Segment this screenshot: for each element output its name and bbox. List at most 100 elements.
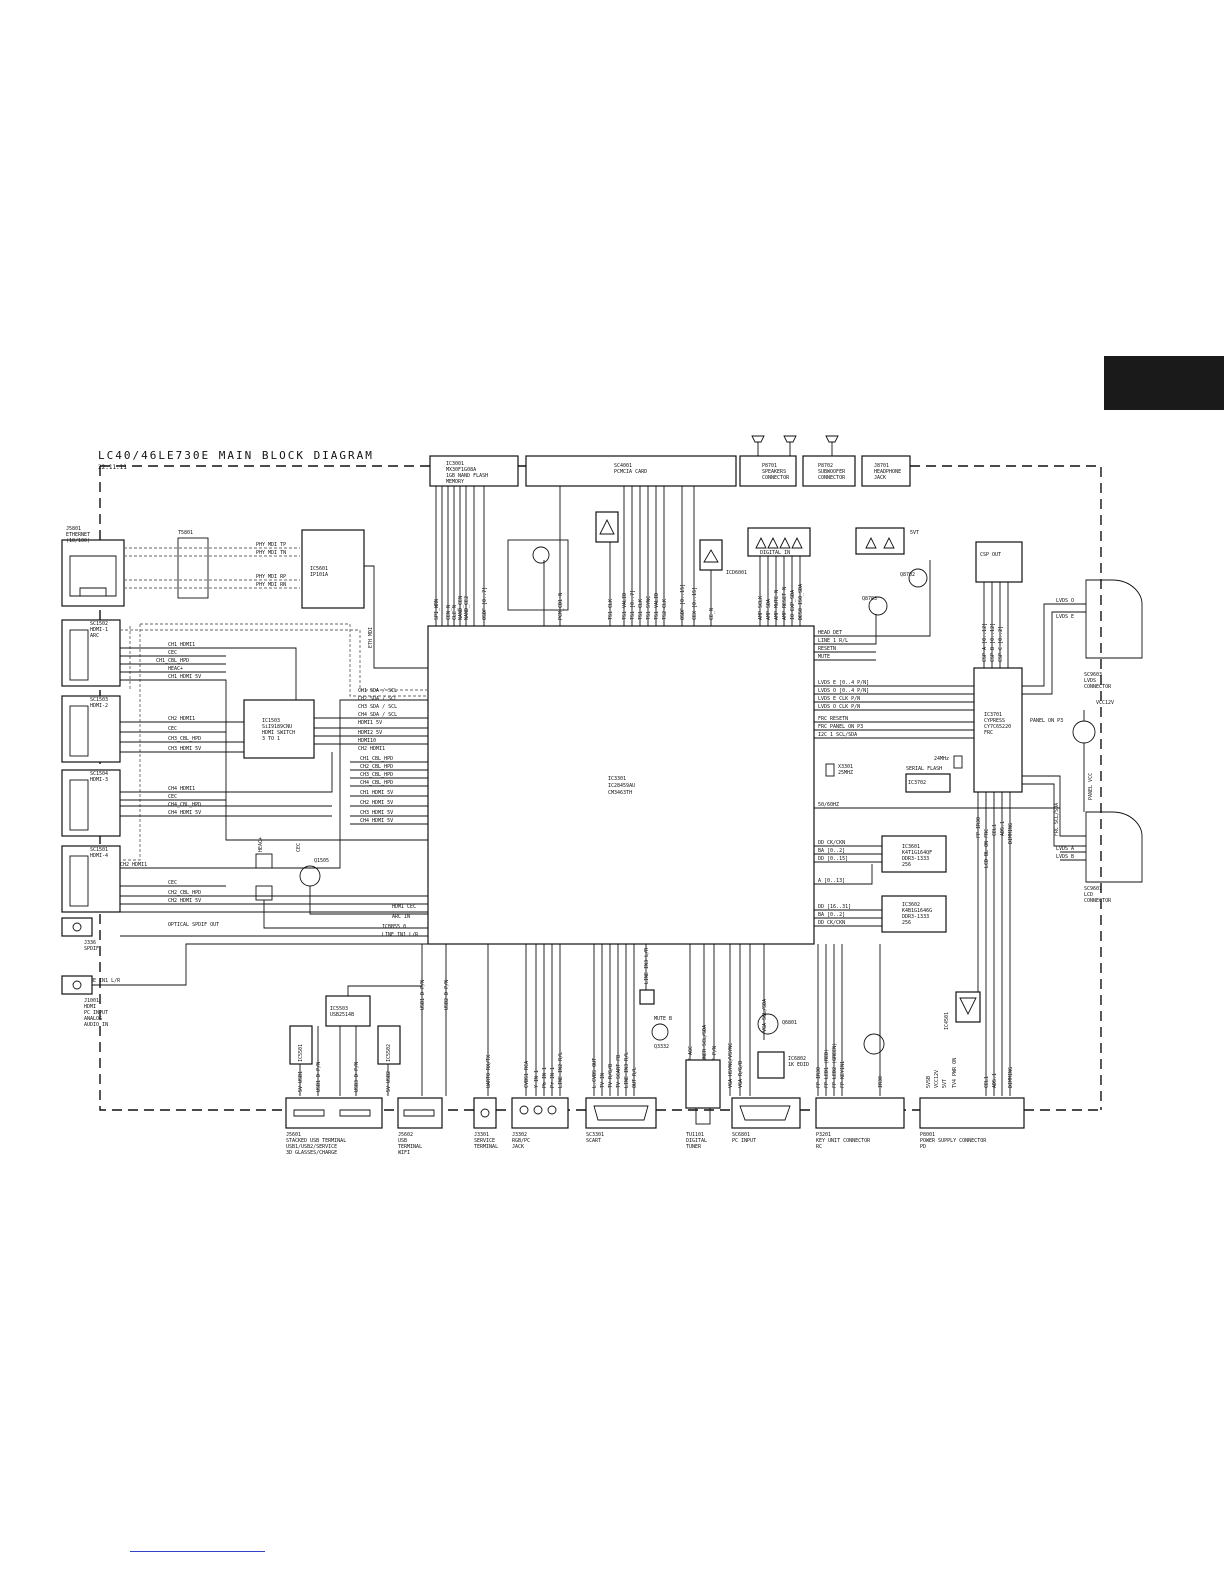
ic3001-l4: MEMORY bbox=[446, 479, 464, 485]
svg-text:CH2 HDMI 5V: CH2 HDMI 5V bbox=[168, 898, 201, 904]
p8702-subwoofer bbox=[802, 455, 856, 487]
ic3001-l3: 1GB NAND FLASH bbox=[446, 473, 488, 479]
svg-text:CH3_CBL_HPD: CH3_CBL_HPD bbox=[360, 772, 393, 778]
p8001-ref: P8001 bbox=[920, 1132, 935, 1138]
j8701-l3: JACK bbox=[874, 475, 886, 481]
ic1503-ref: IC1503 bbox=[262, 718, 280, 724]
svg-text:CH1_CBL_HPD: CH1_CBL_HPD bbox=[156, 658, 189, 664]
svg-text:BA [0..2]: BA [0..2] bbox=[818, 912, 845, 918]
svg-text:CH2 HDMI1: CH2 HDMI1 bbox=[358, 746, 385, 752]
j336-l2: SPDIF bbox=[84, 946, 99, 952]
svg-text:CEC: CEC bbox=[168, 794, 177, 800]
ic3001-flash bbox=[429, 455, 519, 487]
cel1-label: CEL1 bbox=[992, 824, 998, 836]
j5601-l2: STACKED USB TERMINAL bbox=[286, 1138, 346, 1144]
j3301-ref: J3301 bbox=[474, 1132, 489, 1138]
q1505-label: Q1505 bbox=[314, 858, 329, 864]
svg-text:OPTICAL SPDIF OUT: OPTICAL SPDIF OUT bbox=[168, 922, 219, 928]
svg-text:IF AGC: IF AGC bbox=[688, 1046, 694, 1064]
ic3801-ref: CSP OUT bbox=[980, 552, 1001, 558]
bottom-signal-labels: USB1 D P/N USB2 D P/N UART0 RX/TX CVBS1 … bbox=[420, 947, 1014, 1088]
svg-text:TS1 SYNC: TS1 SYNC bbox=[646, 596, 652, 620]
lvds-out-lines bbox=[1022, 603, 1086, 695]
j3302-l2: RGB/PC bbox=[512, 1138, 530, 1144]
hdmi-left-labels: CH1 HDMI1 CEC CH1_CBL_HPD HEAC+ CH1 HDMI… bbox=[84, 642, 219, 984]
svg-text:FP LED1 (RED): FP LED1 (RED) bbox=[824, 1049, 830, 1088]
svg-text:BA [0..2]: BA [0..2] bbox=[818, 848, 845, 854]
svg-text:CH4 SDA / SCL: CH4 SDA / SCL bbox=[358, 712, 397, 718]
ic3332-buffer bbox=[639, 989, 655, 1005]
sc3301-scart bbox=[585, 1097, 657, 1129]
sc9601-ref: SC9601 bbox=[1084, 886, 1102, 892]
q3332-transistor bbox=[651, 1023, 669, 1041]
j8701-ref: J8701 bbox=[874, 463, 889, 469]
svg-text:MUTE: MUTE bbox=[818, 654, 830, 660]
ic5502-power-switch bbox=[377, 1025, 401, 1065]
j1001-line-in-jack bbox=[61, 975, 93, 995]
csp-a-label: CSP A [0..12] bbox=[982, 623, 988, 662]
svg-text:HDMI1 5V: HDMI1 5V bbox=[358, 720, 382, 726]
ic6001-buffer bbox=[955, 991, 981, 1023]
ic1503-hdmi-switch bbox=[243, 699, 315, 759]
svg-text:LINE IN1 L/R: LINE IN1 L/R bbox=[84, 978, 121, 984]
section-tab bbox=[1104, 356, 1224, 410]
usb-wifi-port-icon bbox=[403, 1109, 435, 1117]
rca-port-icon bbox=[519, 1105, 557, 1115]
ic3701-ref: IC3701 bbox=[984, 712, 1002, 718]
j5801-l2: ETHERNET bbox=[66, 532, 90, 538]
service-port-icon bbox=[480, 1108, 490, 1118]
footer-link-underline bbox=[130, 1551, 265, 1552]
svg-text:CEX [0..15]: CEX [0..15] bbox=[692, 587, 698, 620]
cec-label: CEC bbox=[296, 843, 302, 852]
cec-lines bbox=[120, 886, 428, 937]
svg-text:AMP RESET N: AMP RESET N bbox=[782, 587, 788, 620]
lvds-o-label: LVDS O bbox=[1056, 598, 1074, 604]
heac-filter bbox=[255, 853, 273, 869]
usb1-dpn-label: USB1 D P/N bbox=[316, 1062, 322, 1092]
svg-text:Pb IN 1: Pb IN 1 bbox=[542, 1067, 548, 1088]
sc6801-l2: PC INPUT bbox=[732, 1138, 756, 1144]
p3201-ref: P3201 bbox=[816, 1132, 831, 1138]
svg-text:50/60HZ: 50/60HZ bbox=[818, 802, 839, 808]
ic3702-serial-flash bbox=[905, 773, 951, 793]
j336-spdif-jack bbox=[61, 917, 93, 937]
hdmi3-l2: HDMI-3 bbox=[90, 777, 108, 783]
ic3601-l4: 256 bbox=[902, 862, 911, 868]
line-in-path bbox=[92, 943, 428, 986]
svg-text:T5801: T5801 bbox=[178, 530, 193, 536]
ic6001-ref: IC4501 bbox=[944, 1012, 950, 1030]
hdmi2-ref: SC1503 bbox=[90, 697, 108, 703]
ic5601-l2: IP101A bbox=[310, 572, 328, 578]
ddc-dashed-bus bbox=[120, 623, 428, 861]
tuner-antenna-port-icon bbox=[695, 1107, 711, 1125]
svg-text:TS1 VALID: TS1 VALID bbox=[622, 593, 628, 620]
q1505-transistor bbox=[299, 865, 321, 887]
frc-memory-bus bbox=[983, 582, 1009, 668]
svg-text:Pr IN 1: Pr IN 1 bbox=[550, 1067, 556, 1088]
svg-text:TS1 VALID: TS1 VALID bbox=[654, 593, 660, 620]
svg-text:FP KEYIN1: FP KEYIN1 bbox=[840, 1061, 846, 1088]
svg-text:NAND_CE2: NAND_CE2 bbox=[464, 596, 470, 620]
sc9601-l3: CONNECTOR bbox=[1084, 898, 1112, 904]
q8703-label: Q8703 bbox=[862, 596, 877, 602]
ethernet-transformer: T5801 bbox=[124, 530, 300, 599]
p8701-ref: P8701 bbox=[762, 463, 777, 469]
j3301-service-terminal bbox=[473, 1097, 497, 1129]
svg-text:VGA SCL/SDA: VGA SCL/SDA bbox=[762, 999, 768, 1032]
svg-text:TS1 [0..7]: TS1 [0..7] bbox=[630, 590, 636, 620]
ic6802-l3: 1K EDID bbox=[788, 1062, 809, 1068]
ic3601-ddr3 bbox=[881, 835, 947, 873]
p8001-power-supply bbox=[919, 1097, 1025, 1129]
x3701-crystal bbox=[953, 755, 963, 769]
svg-text:HDMI2 5V: HDMI2 5V bbox=[358, 730, 382, 736]
top-signal-labels: SPI_WRN CEN_N CLE_N NAND_CEN NAND_CE2 OS… bbox=[434, 584, 804, 620]
hdmi-1-connector bbox=[61, 619, 121, 687]
hp-amp-triangle-icon bbox=[865, 536, 895, 549]
ic3702-l3: SERIAL FLASH bbox=[906, 766, 942, 772]
ic6802-edid-memory bbox=[757, 1051, 785, 1079]
phy-tn: PHY MDI TN bbox=[256, 550, 286, 556]
svg-text:TV4 PWR ON: TV4 PWR ON bbox=[952, 1058, 958, 1088]
q3332-label: Q3332 bbox=[654, 1044, 669, 1050]
ic5503-l2: USB2514B bbox=[330, 1012, 354, 1018]
